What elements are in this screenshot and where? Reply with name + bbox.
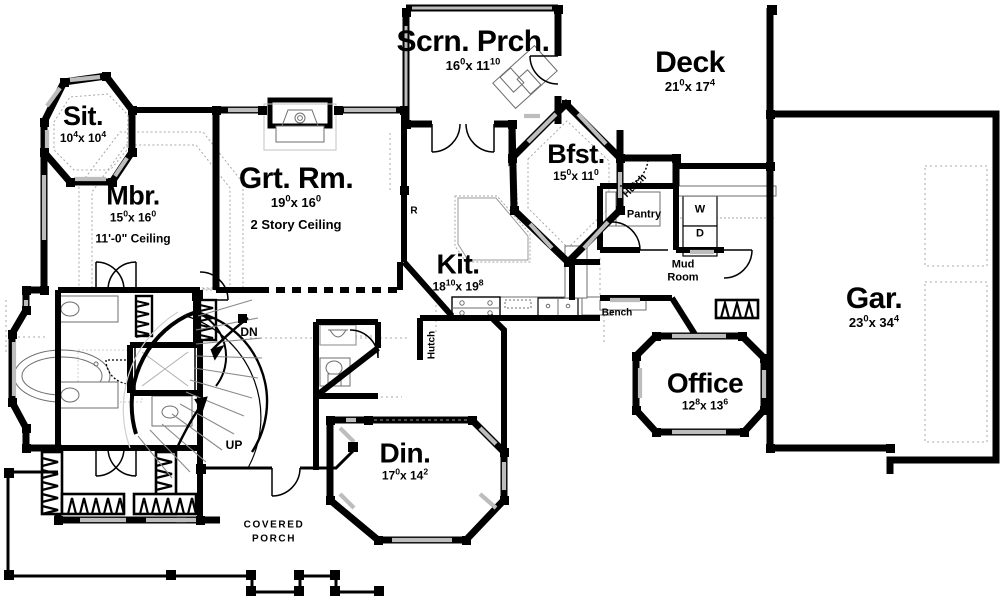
deck-walls [620,154,680,186]
wall-piers [8,5,895,545]
kitchen-island [457,197,529,261]
porch-seating [492,44,558,110]
dining-walls [326,416,508,544]
master-toilet [151,395,193,427]
curved-staircase [122,296,269,479]
doors [95,55,753,497]
laundry-counter [675,185,777,197]
master-vanities [59,295,119,409]
closet-shelving [40,294,760,516]
fireplace [263,97,337,151]
windows [11,6,767,543]
office-walls [632,332,768,436]
master-shower [134,344,196,394]
casework-and-fixtures [13,44,777,427]
kitchen-walls [401,260,455,318]
garage-walls [770,110,1000,474]
porch-columns [4,5,777,596]
